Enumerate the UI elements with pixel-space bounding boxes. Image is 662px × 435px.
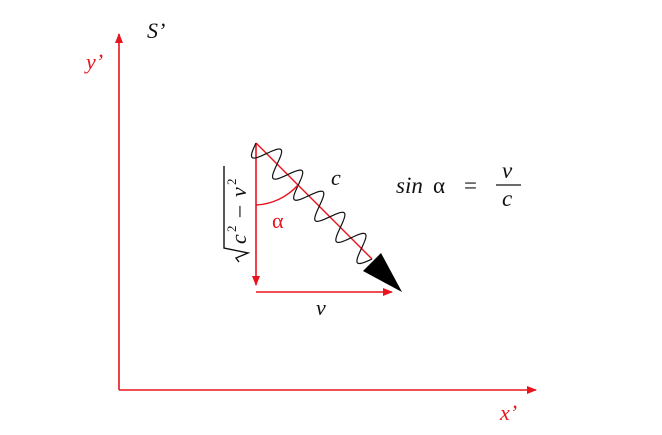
vertical-leg-label: c 2 – v 2 (223, 166, 251, 263)
angle-arc (255, 184, 299, 206)
radicand-c-exponent: 2 (224, 226, 239, 233)
hypotenuse-line (255, 142, 373, 260)
equation-equals: = (464, 173, 477, 198)
y-axis-label: y’ (84, 49, 103, 74)
sqrt-sign (223, 166, 251, 263)
equation-alpha: α (433, 173, 445, 198)
equation-sin: sin (396, 173, 423, 198)
photon-arrowhead (363, 253, 402, 292)
x-axis-label: x’ (499, 400, 517, 425)
radicand-v: v (226, 187, 251, 197)
radicand-minus: – (225, 205, 250, 218)
radicand-c: c (226, 234, 251, 244)
hypotenuse-label: c (331, 165, 341, 190)
light-wave (250, 142, 373, 265)
radicand-v-exponent: 2 (224, 179, 239, 186)
equation-numerator: v (502, 158, 513, 183)
angle-label: α (272, 208, 284, 233)
sine-equation: sin α = v c (396, 158, 521, 211)
equation-denominator: c (502, 186, 512, 211)
frame-label: S’ (147, 18, 165, 43)
base-label: v (316, 295, 326, 320)
